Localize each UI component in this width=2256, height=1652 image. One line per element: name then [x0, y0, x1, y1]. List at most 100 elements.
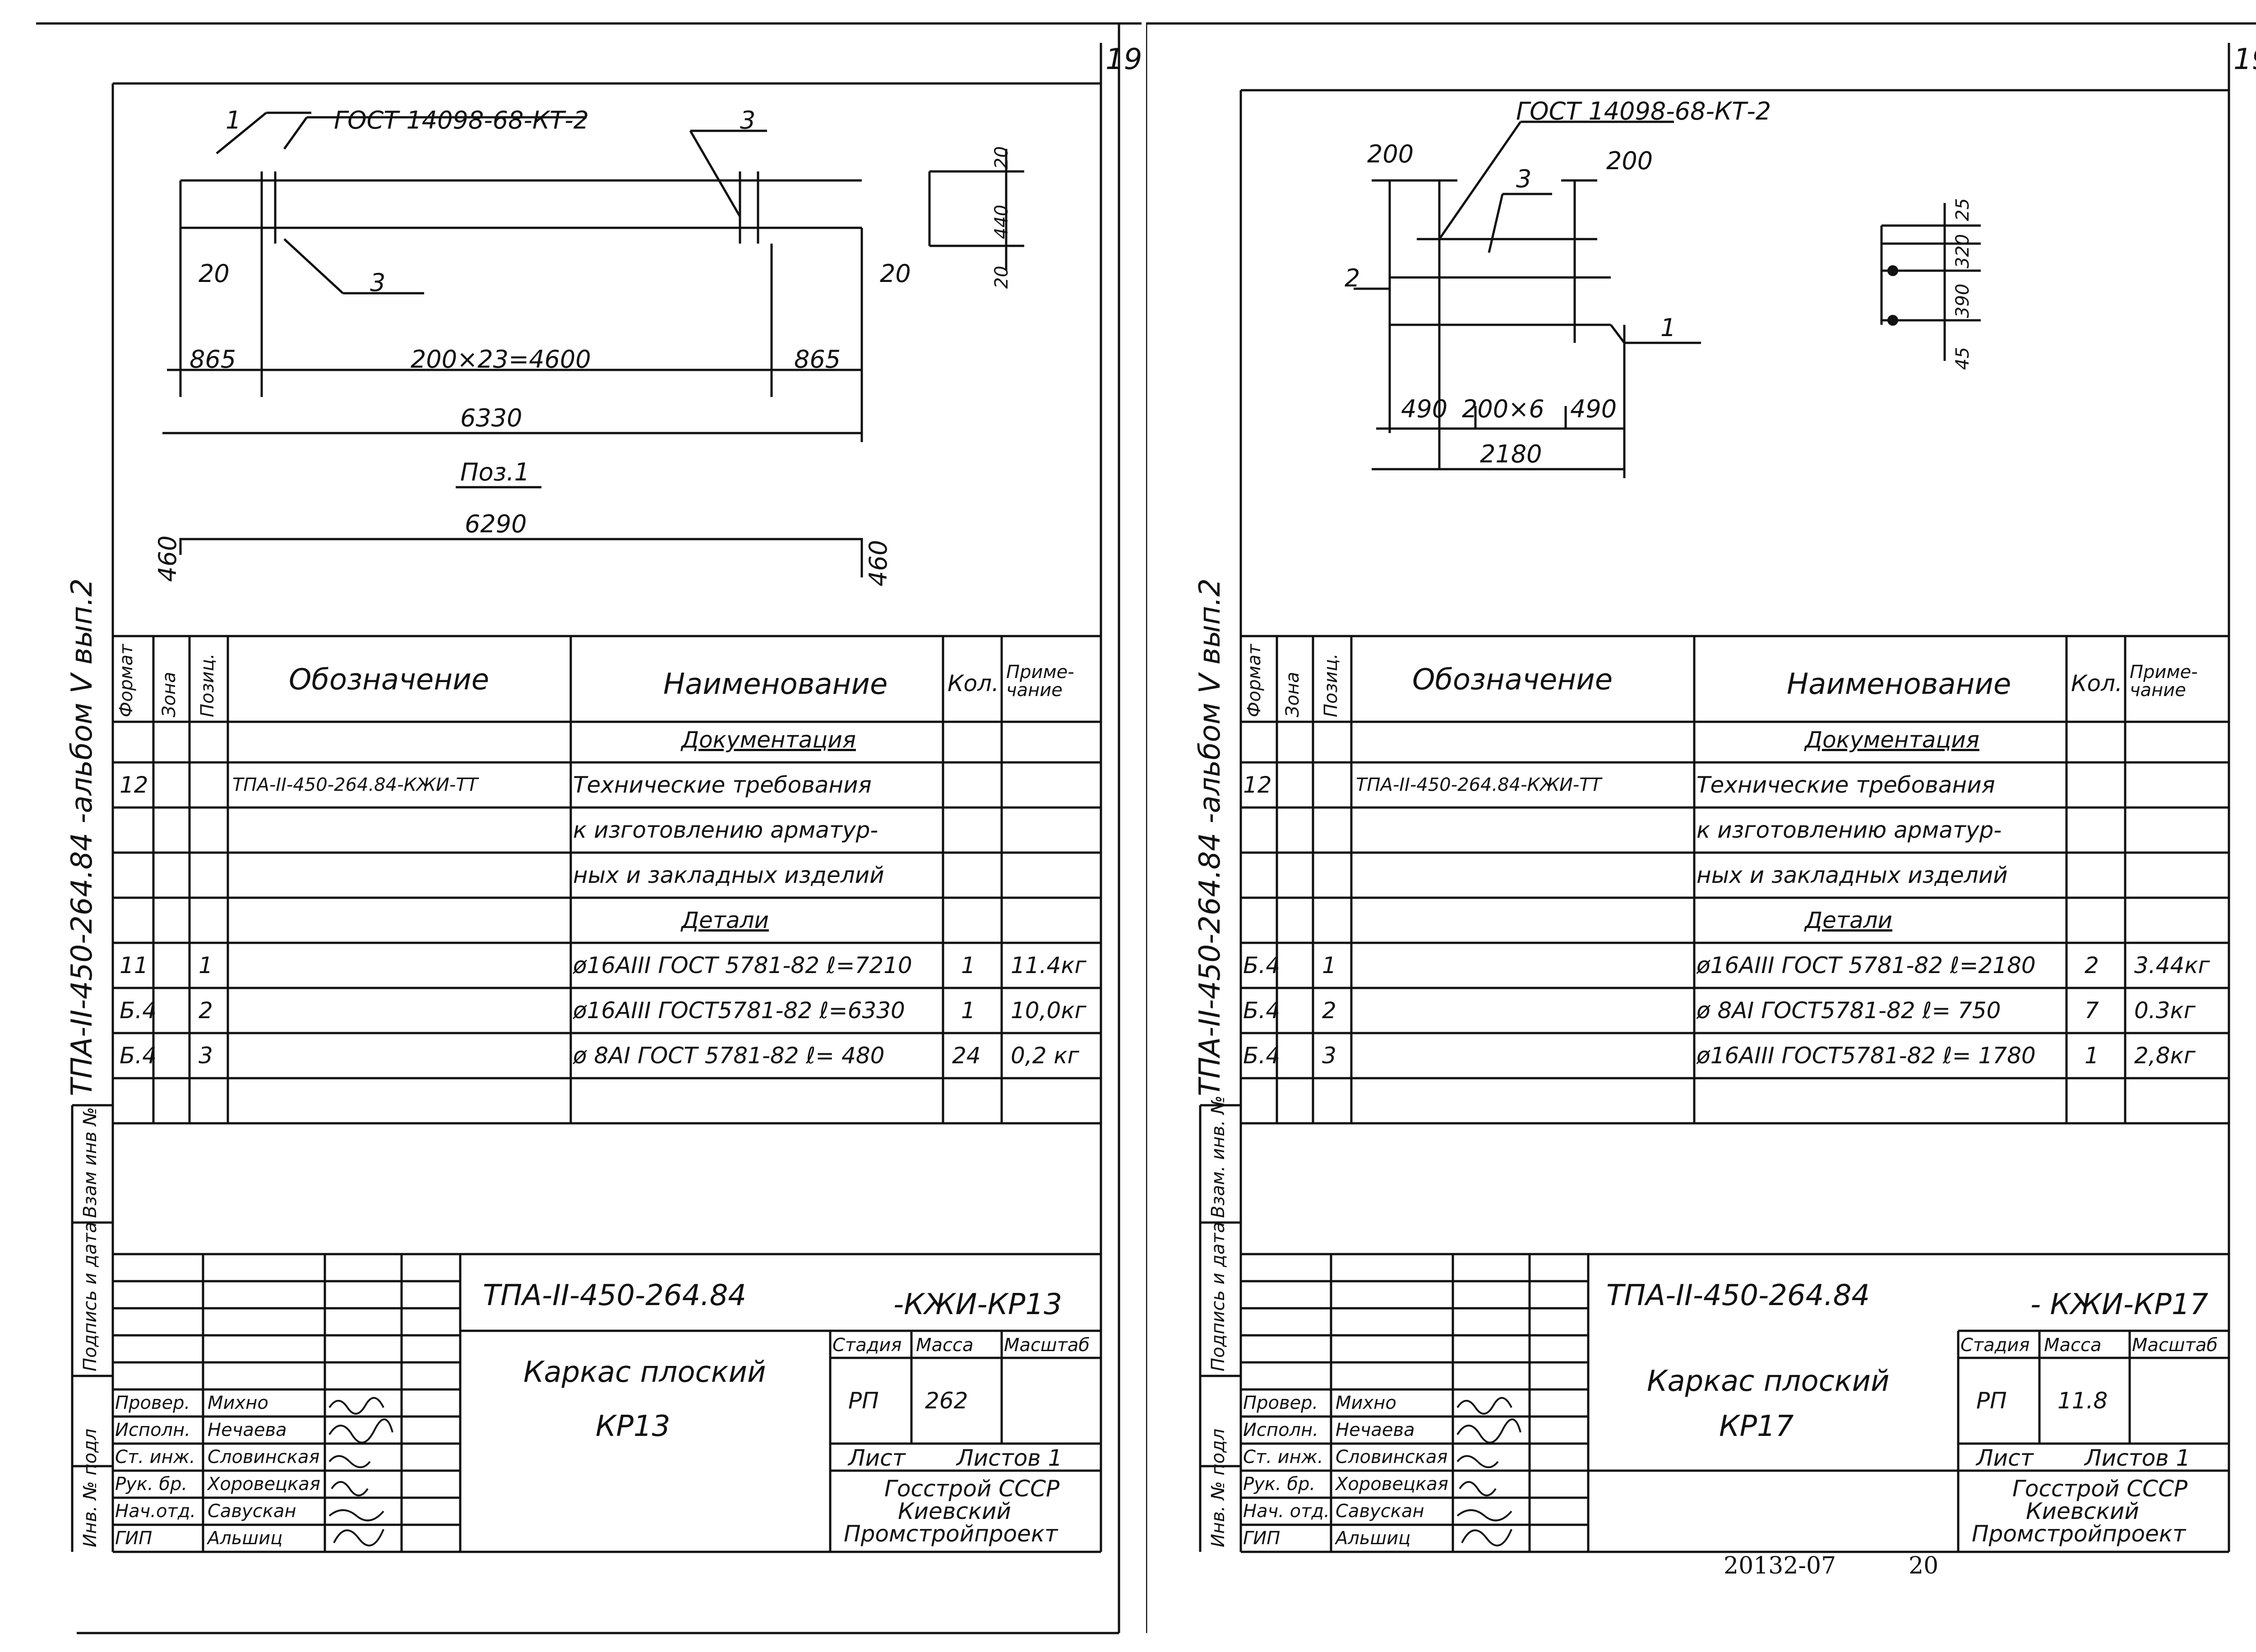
th-pos: Позиц.	[197, 653, 218, 717]
name-2: Нечаева	[208, 1420, 287, 1440]
callout-1: 1	[1660, 314, 1676, 342]
sheet-right: 19 ГОСТ 14098-68-КТ-2 3 2 1 200 200 490 …	[1146, 0, 2256, 1652]
dim-200-left: 200	[1367, 140, 1414, 168]
role-5: Нач. отд.	[1243, 1501, 1330, 1522]
stamp-subtitle: КР13	[596, 1410, 670, 1443]
role-1: Провер.	[115, 1393, 190, 1413]
page-number: 19	[2233, 43, 2256, 76]
stamp-subtitle: КР17	[1719, 1410, 1794, 1443]
th-qty: Кол.	[948, 670, 999, 697]
stamp-org-3: Промстройпроект	[844, 1521, 1058, 1547]
row3-name: ø16AIII ГОСТ5781-82 ℓ= 1780	[1697, 1043, 2036, 1069]
stamp-org-2: Киевский	[2026, 1498, 2139, 1524]
row1-name: ø16AIII ГОСТ 5781-82 ℓ=2180	[1697, 952, 2036, 978]
callout-3b: 3	[370, 268, 386, 297]
role-3: Ст. инж.	[115, 1447, 195, 1467]
doc-name-3: ных и закладных изделий	[1697, 862, 2008, 888]
role-1: Провер.	[1243, 1393, 1318, 1413]
side-title: ТПА-II-450-264.84 -альбом V вып.2	[65, 578, 99, 1096]
row2-name: ø 8AI ГОСТ5781-82 ℓ= 750	[1697, 997, 2001, 1024]
callout-3a: 3	[740, 106, 756, 134]
gost-callout: ГОСТ 14098-68-КТ-2	[1516, 97, 1771, 125]
row1-pos: 1	[1322, 952, 1336, 978]
dim-490-left: 490	[1401, 395, 1448, 423]
section-parts: Детали	[681, 907, 769, 933]
stamp-sheet: Лист	[848, 1445, 906, 1471]
row2-pos: 2	[1322, 997, 1336, 1024]
th-name: Наименование	[663, 668, 888, 701]
pos-length: 6290	[465, 510, 527, 538]
row1-note: 11.4кг	[1011, 952, 1086, 978]
sect-45: 45	[1952, 347, 1973, 370]
stamp-code-suffix: -КЖИ-КР13	[893, 1288, 1062, 1321]
role-4: Рук. бр.	[115, 1474, 188, 1495]
pos-label: Поз.1	[460, 458, 530, 486]
sect-25: 25	[1952, 198, 1973, 221]
row1-format: 11	[120, 952, 148, 978]
th-format: Формат	[116, 644, 137, 717]
stamp-col-scale: Масштаб	[1004, 1335, 1090, 1356]
row1-pos: 1	[199, 952, 213, 978]
side-label-1: Инв. № подл	[1208, 1428, 1229, 1547]
row3-note: 0,2 кг	[1011, 1043, 1079, 1069]
stamp-sheets: Листов 1	[2085, 1445, 2191, 1471]
role-4: Рук. бр.	[1243, 1474, 1316, 1495]
stamp-code: ТПА-II-450-264.84	[1606, 1279, 1870, 1312]
stamp-code-suffix: - КЖИ-КР17	[2030, 1288, 2209, 1321]
stamp-col-stage: Стадия	[1960, 1335, 2030, 1356]
side-label-2: Подпись и дата	[80, 1222, 101, 1371]
doc-name-1: Технические требования	[573, 772, 872, 798]
th-qty: Кол.	[2071, 670, 2122, 697]
row2-qty: 7	[2085, 997, 2099, 1024]
stamp-org-1: Госстрой СССР	[884, 1476, 1060, 1502]
doc-designation: ТПА-II-450-264.84-КЖИ-ТТ	[232, 775, 478, 795]
row2-name: ø16AIII ГОСТ5781-82 ℓ=6330	[573, 997, 905, 1024]
side-label-2: Подпись и дата	[1208, 1222, 1229, 1371]
stamp-sheets: Листов 1	[957, 1445, 1063, 1471]
right-linework	[1146, 22, 2256, 1633]
footer-code: 20132-07	[1724, 1552, 1836, 1579]
doc-name-1: Технические требования	[1697, 772, 1995, 798]
row2-format: Б.4	[120, 997, 157, 1024]
stamp-org-3: Промстройпроект	[1972, 1521, 2186, 1547]
signature-marks	[328, 1397, 393, 1546]
row2-format: Б.4	[1243, 997, 1281, 1024]
row1-note: 3.44кг	[2134, 952, 2210, 978]
name-6: Альшиц	[1336, 1528, 1411, 1549]
footer-number: 20	[1909, 1552, 1939, 1579]
dim-200-right: 200	[1606, 147, 1653, 175]
stamp-org-2: Киевский	[898, 1498, 1011, 1524]
role-2: Исполн.	[115, 1420, 190, 1440]
sheet-left: 19 1 ГОСТ 14098-68-КТ-2 3 3 20 20 865 20…	[36, 22, 1142, 1634]
stamp-col-stage: Стадия	[832, 1335, 902, 1356]
th-zone: Зона	[1282, 672, 1303, 717]
row2-pos: 2	[199, 997, 213, 1024]
side-title: ТПА-II-450-264.84 -альбом V вып.2	[1193, 578, 1227, 1096]
left-linework	[36, 22, 1142, 1634]
name-1: Михно	[1336, 1393, 1396, 1413]
row3-format: Б.4	[1243, 1043, 1281, 1069]
sect-20-top: 20	[991, 146, 1012, 169]
role-3: Ст. инж.	[1243, 1447, 1323, 1467]
row3-pos: 3	[199, 1043, 213, 1069]
row2-note: 10,0кг	[1011, 997, 1086, 1024]
name-6: Альшиц	[208, 1528, 283, 1549]
signature-marks	[1456, 1397, 1521, 1546]
role-6: ГИП	[115, 1528, 153, 1549]
callout-1: 1	[226, 106, 241, 134]
name-5: Савускан	[208, 1501, 296, 1522]
row3-format: Б.4	[120, 1043, 157, 1069]
stamp-mass: 11.8	[2057, 1388, 2108, 1414]
callout-3: 3	[1516, 165, 1532, 193]
stamp-col-mass: Масса	[2044, 1335, 2102, 1356]
stamp-col-mass: Масса	[916, 1335, 974, 1356]
row1-qty: 1	[961, 952, 975, 978]
th-name: Наименование	[1787, 668, 2011, 701]
name-3: Словинская	[208, 1447, 320, 1467]
row2-qty: 1	[961, 997, 975, 1024]
pos-height-left: 460	[153, 535, 182, 582]
section-docs: Документация	[681, 727, 856, 753]
doc-name-2: к изготовлению арматур-	[1697, 817, 2002, 843]
stamp-sheet: Лист	[1976, 1445, 2034, 1471]
stamp-code: ТПА-II-450-264.84	[483, 1279, 747, 1312]
